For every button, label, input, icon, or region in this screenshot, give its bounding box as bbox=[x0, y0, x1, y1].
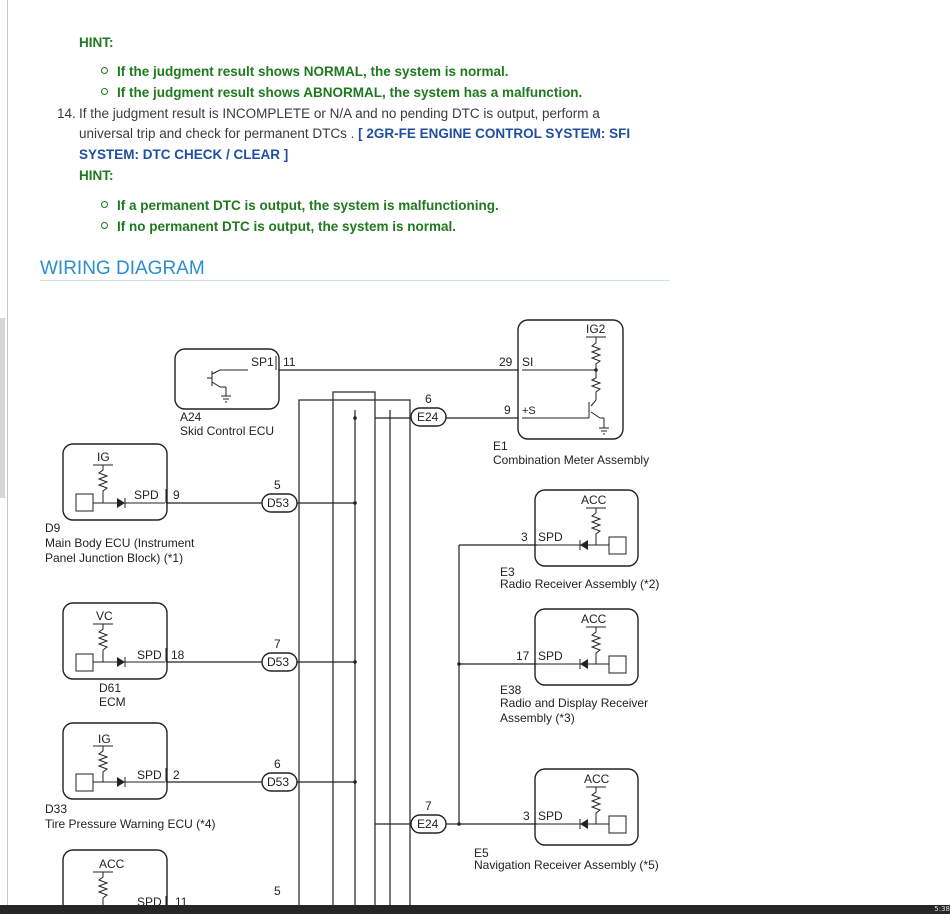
dtc-check-link-cont[interactable]: SYSTEM: DTC CHECK / CLEAR ] bbox=[79, 147, 289, 162]
d9-name-line2: Panel Junction Block) (*1) bbox=[45, 551, 183, 565]
hint-label-2: HINT: bbox=[79, 168, 114, 183]
section-divider bbox=[40, 280, 670, 281]
dtc-check-link[interactable]: [ 2GR-FE ENGINE CONTROL SYSTEM: SFI bbox=[358, 126, 631, 141]
e24-bottom-label: E24 bbox=[417, 817, 439, 831]
skid-control-ecu: SP1 11 A24 Skid Control ECU bbox=[174, 348, 296, 438]
bottom-conn-pin: 5 bbox=[274, 884, 281, 898]
connector-e24-top: 6 E24 bbox=[410, 392, 447, 427]
d33-name: Tire Pressure Warning ECU (*4) bbox=[45, 817, 215, 831]
hint-bullet-no-permanent: If no permanent DTC is output, the syste… bbox=[101, 219, 456, 234]
d33-pin-no: 2 bbox=[173, 768, 180, 782]
e5-top: ACC bbox=[584, 772, 610, 786]
e3-pin-name: SPD bbox=[538, 530, 563, 544]
d53-a-label: D53 bbox=[267, 496, 289, 510]
e24-top-label: E24 bbox=[417, 410, 439, 424]
bottom-ecu-top: ACC bbox=[99, 857, 125, 871]
main-body-ecu: IG SPD 9 D9 Main Body ECU (Instrument Pa… bbox=[45, 443, 195, 565]
e1-top: IG2 bbox=[586, 322, 606, 336]
connector-d53-c: 6 D53 bbox=[261, 757, 298, 792]
d9-code: D9 bbox=[45, 521, 61, 535]
a24-pin-no: 11 bbox=[283, 355, 296, 369]
d53-c-label: D53 bbox=[267, 775, 289, 789]
a24-pin-name: SP1 bbox=[251, 355, 274, 369]
e24-bottom-pin: 7 bbox=[425, 799, 432, 813]
d53-a-pin: 5 bbox=[274, 478, 281, 492]
d53-c-pin: 6 bbox=[274, 757, 281, 771]
a24-code: A24 bbox=[180, 410, 202, 424]
e5-pin-no: 3 bbox=[523, 809, 530, 823]
d61-pin-name: SPD bbox=[137, 648, 162, 662]
d61-name: ECM bbox=[99, 695, 126, 709]
step-text-line2: universal trip and check for permanent D… bbox=[79, 126, 630, 141]
e5-name: Navigation Receiver Assembly (*5) bbox=[474, 858, 659, 872]
e1-name: Combination Meter Assembly bbox=[493, 453, 649, 467]
d9-pin-no: 9 bbox=[173, 488, 180, 502]
hint-bullet-abnormal: If the judgment result shows ABNORMAL, t… bbox=[101, 85, 582, 100]
e38-pin-name: SPD bbox=[538, 649, 563, 663]
e3-pin-no: 3 bbox=[521, 530, 528, 544]
connector-e24-bottom: 7 E24 bbox=[410, 799, 447, 834]
radio-display-receiver: ACC 17 SPD E38 Radio and Display Receive… bbox=[500, 608, 648, 725]
combination-meter: IG2 29 SI 9 +S E1 Combination Meter Asse… bbox=[493, 319, 649, 467]
d9-top: IG bbox=[97, 450, 110, 464]
d9-name-line1: Main Body ECU (Instrument bbox=[45, 536, 195, 550]
left-panel-border bbox=[7, 0, 8, 914]
e5-code: E5 bbox=[474, 846, 489, 860]
hint-label-1: HINT: bbox=[79, 35, 114, 50]
e1-code: E1 bbox=[493, 439, 508, 453]
d61-code: D61 bbox=[99, 681, 121, 695]
d61-top: VC bbox=[96, 609, 113, 623]
e5-pin-name: SPD bbox=[538, 809, 563, 823]
e38-code: E38 bbox=[500, 683, 522, 697]
e38-top: ACC bbox=[581, 612, 607, 626]
e3-top: ACC bbox=[581, 493, 607, 507]
navigation-receiver: ACC 3 SPD E5 Navigation Receiver Assembl… bbox=[474, 768, 659, 872]
e3-name: Radio Receiver Assembly (*2) bbox=[500, 577, 659, 591]
hint-bullet-permanent: If a permanent DTC is output, the system… bbox=[101, 198, 499, 213]
left-scroll-handle[interactable] bbox=[0, 318, 5, 498]
d9-pin-name: SPD bbox=[134, 488, 159, 502]
e1-si: SI bbox=[522, 355, 533, 369]
taskbar bbox=[0, 905, 950, 914]
e1-s: +S bbox=[522, 405, 536, 417]
d33-code: D33 bbox=[45, 802, 67, 816]
tire-pressure-ecu: IG SPD 2 D33 Tire Pressure Warning ECU (… bbox=[45, 722, 215, 831]
e38-pin-no: 17 bbox=[516, 649, 530, 663]
step-text-line2-body: universal trip and check for permanent D… bbox=[79, 126, 359, 141]
connector-d53-a: 5 D53 bbox=[261, 478, 298, 513]
e3-code: E3 bbox=[500, 565, 515, 579]
step-number: 14. bbox=[57, 106, 76, 121]
e24-top-pin: 6 bbox=[425, 392, 432, 406]
hint-bullet-normal: If the judgment result shows NORMAL, the… bbox=[101, 64, 509, 79]
d33-pin-name: SPD bbox=[137, 768, 162, 782]
e1-si-no: 29 bbox=[499, 355, 513, 369]
section-title: WIRING DIAGRAM bbox=[40, 258, 205, 279]
d61-pin-no: 18 bbox=[171, 648, 185, 662]
ecm: VC SPD 18 D61 ECM bbox=[62, 602, 185, 709]
d53-b-pin: 7 bbox=[274, 637, 281, 651]
e38-name-line1: Radio and Display Receiver bbox=[500, 696, 648, 710]
connector-d53-b: 7 D53 bbox=[261, 637, 298, 672]
d33-top: IG bbox=[98, 732, 111, 746]
d53-b-label: D53 bbox=[267, 655, 289, 669]
a24-name: Skid Control ECU bbox=[180, 424, 274, 438]
e38-name-line2: Assembly (*3) bbox=[500, 711, 575, 725]
taskbar-clock: 5:38 bbox=[934, 905, 950, 913]
e1-s-no: 9 bbox=[504, 403, 511, 417]
radio-receiver: ACC 3 SPD E3 Radio Receiver Assembly (*2… bbox=[500, 489, 659, 591]
step-text-line1: If the judgment result is INCOMPLETE or … bbox=[79, 106, 600, 121]
